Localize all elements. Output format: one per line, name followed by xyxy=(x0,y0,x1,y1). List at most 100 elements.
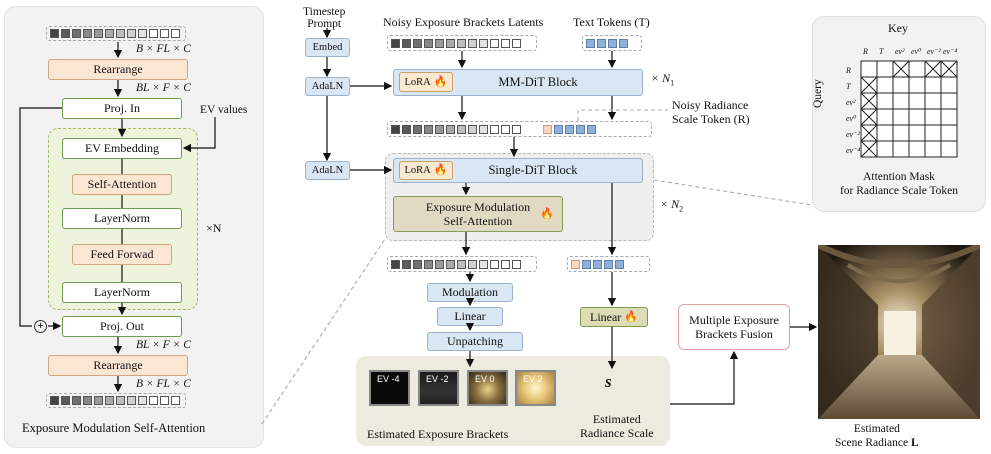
corridor-illustration xyxy=(818,245,980,419)
ev-thumb-label: EV 0 xyxy=(475,374,495,384)
scene-radiance-image xyxy=(818,245,980,419)
scene-radiance-label: Estimated Scene Radiance L xyxy=(835,422,919,450)
embed-box: Embed xyxy=(305,38,350,57)
estimated-brackets-label: Estimated Exposure Brackets xyxy=(367,427,509,441)
ev-embedding-box: EV Embedding xyxy=(62,138,182,159)
ev-thumb-0: EV 0 xyxy=(467,370,508,406)
n2-text: × N xyxy=(660,197,680,211)
mask-cross xyxy=(892,60,910,78)
lora-label-1: LoRA xyxy=(404,76,431,88)
rearrange-top-box: Rearrange xyxy=(48,59,188,80)
single-dit-label: Single-DiT Block xyxy=(488,163,578,177)
radiance-scale-symbol: s xyxy=(605,372,612,391)
mask-col-label: ev⁰ xyxy=(911,47,922,56)
key-caption-line2: for Radiance Scale Token xyxy=(839,185,959,197)
timestep-label: Timestep xyxy=(303,6,346,18)
radiance-token xyxy=(543,124,552,134)
ev-thumb-minus4: EV -4 xyxy=(369,370,410,406)
linear-box-1: Linear xyxy=(437,307,503,326)
plus-sign: + xyxy=(37,320,44,332)
mask-col-label: R xyxy=(863,47,868,56)
noisy-radiance-label: Noisy Radiance Scale Token (R) xyxy=(672,98,750,126)
ev-thumb-label: EV 2 xyxy=(523,374,543,384)
dim-label-mid1: BL × F × C xyxy=(136,82,191,94)
n1-text: × N xyxy=(651,71,671,85)
proj-out-box: Proj. Out xyxy=(62,316,182,337)
n2-label: × N2 xyxy=(660,198,683,215)
fusion-line1: Multiple Exposure xyxy=(689,313,779,327)
mask-cross xyxy=(860,92,878,110)
estimated-radiance-scale-label: Estimated Radiance Scale xyxy=(580,412,654,440)
linear-label-2: Linear xyxy=(589,309,622,324)
exposure-modulation-box: Exposure Modulation Self-Attention 🔥 xyxy=(393,196,563,232)
noisy-latents-tokens xyxy=(387,35,537,51)
combined-tokens xyxy=(387,121,652,137)
dim-label-mid2: BL × F × C xyxy=(136,339,191,351)
timestep-prompt-label: Timestep Prompt xyxy=(303,6,345,30)
n1-label: × N1 xyxy=(651,72,674,89)
est-radiance-line1: Estimated xyxy=(592,412,641,426)
ev-thumb-2: EV 2 xyxy=(515,370,556,406)
feed-forward-box: Feed Forwad xyxy=(72,244,172,265)
layernorm-box-1: LayerNorm xyxy=(62,208,182,229)
flame-icon: 🔥 xyxy=(433,75,448,88)
dim-label-top: B × FL × C xyxy=(136,43,191,55)
key-caption-line1: Attention Mask xyxy=(863,171,935,183)
lora-box-2: LoRA🔥 xyxy=(399,161,453,180)
mask-cell xyxy=(940,140,958,158)
mask-row-label: ev⁻² xyxy=(846,130,860,139)
brackets-fusion-box: Multiple Exposure Brackets Fusion xyxy=(678,304,790,350)
lora-label-2: LoRA xyxy=(404,165,431,176)
rearrange-bottom-box: Rearrange xyxy=(48,355,188,376)
noisy-radiance-line1: Noisy Radiance xyxy=(672,98,749,112)
mask-row-label: R xyxy=(846,66,851,75)
mask-cross xyxy=(860,124,878,142)
linear-box-2: Linear🔥 xyxy=(580,307,648,327)
adaln-box-2: AdaLN xyxy=(305,161,350,180)
ev-thumb-label: EV -2 xyxy=(426,374,449,384)
mask-row-label: ev⁰ xyxy=(846,114,857,123)
lora-box-1: LoRA🔥 xyxy=(399,72,453,92)
ev-values-label: EV values xyxy=(200,104,248,116)
exposure-mod-line2: Self-Attention xyxy=(443,214,513,228)
key-title: Key xyxy=(888,21,908,35)
flame-icon: 🔥 xyxy=(433,164,448,176)
proj-in-box: Proj. In xyxy=(62,98,182,119)
mask-col-label: ev⁻⁴ xyxy=(943,47,958,56)
attention-mask-grid xyxy=(860,60,958,163)
mask-grid-svg xyxy=(860,60,958,158)
exposure-mod-line1: Exposure Modulation xyxy=(425,200,531,214)
output-latent-tokens xyxy=(387,256,537,272)
mask-row-label: ev⁻⁴ xyxy=(846,146,861,155)
left-panel-caption: Exposure Modulation Self-Attention xyxy=(22,421,206,435)
key-caption: Attention Mask for Radiance Scale Token xyxy=(833,170,965,198)
adaln-box-1: AdaLN xyxy=(305,77,350,96)
unpatching-box: Unpatching xyxy=(427,332,523,351)
mask-cross xyxy=(860,76,878,94)
mask-row-label: T xyxy=(846,82,851,91)
prompt-label: Prompt xyxy=(307,18,342,30)
n1-sub: 1 xyxy=(670,78,675,88)
scene-radiance-line1: Estimated xyxy=(853,423,900,435)
repeat-n-label: ×N xyxy=(206,221,222,235)
scene-radiance-line2: Scene Radiance xyxy=(835,437,909,449)
mask-cross xyxy=(940,60,958,78)
mask-cross xyxy=(860,108,878,126)
latent-tokens-bottom xyxy=(46,393,186,408)
mask-col-label: ev⁻² xyxy=(927,47,941,56)
self-attention-box: Self-Attention xyxy=(72,174,172,195)
scene-radiance-symbol: L xyxy=(911,437,919,449)
layernorm-box-2: LayerNorm xyxy=(62,282,182,303)
output-radiance-tokens xyxy=(567,256,650,272)
dim-label-bottom: B × FL × C xyxy=(136,378,191,390)
ev-thumb-label: EV -4 xyxy=(377,374,400,384)
n2-sub: 2 xyxy=(679,204,684,214)
flame-icon: 🔥 xyxy=(624,310,638,323)
mmdit-label: MM-DiT Block xyxy=(498,75,578,89)
noisy-latents-label: Noisy Exposure Brackets Latents xyxy=(383,15,544,29)
text-tokens-label: Text Tokens (T) xyxy=(573,15,650,29)
ev-thumb-minus2: EV -2 xyxy=(418,370,459,406)
est-radiance-line2: Radiance Scale xyxy=(580,426,654,440)
mask-row-label: ev² xyxy=(846,98,856,107)
